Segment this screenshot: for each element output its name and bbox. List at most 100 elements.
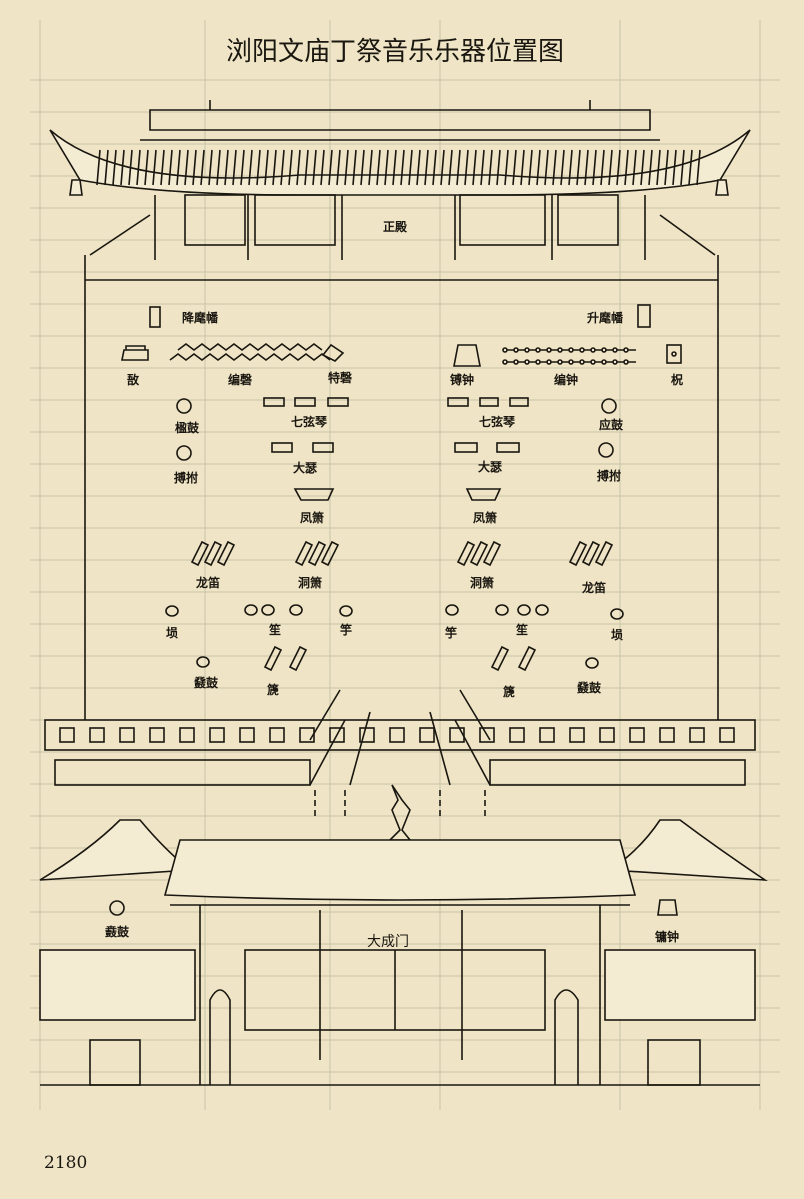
label-xun-right: 埙 — [611, 627, 623, 642]
bianzhong-bell — [535, 359, 541, 365]
baluster — [449, 727, 465, 743]
roof-tile — [168, 149, 173, 186]
label-yu2-left: 竽 — [340, 622, 352, 637]
roof-tile — [104, 149, 109, 186]
label-taogu-right: 鼗鼓 — [577, 680, 602, 695]
roof-tile — [264, 149, 269, 186]
bianzhong-bell — [579, 347, 585, 353]
roof-tile — [648, 149, 653, 186]
round-instrument — [339, 605, 353, 617]
label-taogu-left: 鼗鼓 — [194, 675, 219, 690]
roof-tile — [336, 149, 341, 186]
roof-tile — [472, 149, 477, 186]
roof-tile — [144, 149, 149, 186]
roof-tile — [488, 149, 493, 186]
bianzhong-bell — [623, 359, 629, 365]
roof-tile — [232, 149, 237, 186]
roof-tile — [216, 149, 221, 186]
bianzhong-bell — [623, 347, 629, 353]
pipe-instrument — [288, 645, 308, 672]
pipe-instrument — [517, 645, 537, 672]
baluster — [179, 727, 195, 743]
pipe-instrument — [469, 540, 489, 567]
pipe-instrument — [190, 540, 210, 567]
baluster — [569, 727, 585, 743]
roof-tile — [384, 149, 389, 186]
label-bofu-right: 搏拊 — [597, 468, 621, 483]
baluster — [299, 727, 315, 743]
bianzhong-bell — [513, 347, 519, 353]
label-bianzhong: 编钟 — [553, 372, 578, 387]
label-qin-right: 七弦琴 — [479, 414, 516, 429]
baluster — [689, 727, 705, 743]
pipe-instrument — [568, 540, 588, 567]
label-di-left: 龙笛 — [196, 575, 220, 590]
label-chi-left: 篪 — [267, 682, 279, 697]
label-flag-left: 降麾幡 — [182, 310, 219, 325]
roof-tile — [96, 149, 101, 186]
label-drum-right: 应鼓 — [599, 417, 624, 432]
label-gate-bell: 镛钟 — [654, 929, 679, 944]
roof-tile — [296, 149, 301, 186]
baluster — [209, 727, 225, 743]
bianzhong-bell — [535, 347, 541, 353]
roof-tile — [448, 149, 453, 186]
roof-tile — [192, 149, 197, 186]
zhu-mark — [666, 344, 682, 364]
pipe-instrument — [581, 540, 601, 567]
flag-left-mark — [149, 306, 161, 328]
bianzhong-bell — [601, 347, 607, 353]
gate-bell-mark — [657, 899, 678, 916]
pipe-instrument — [307, 540, 327, 567]
label-xun-left: 埙 — [166, 625, 178, 640]
roof-tile — [152, 149, 157, 186]
roof-tile — [592, 149, 597, 186]
roof-tile — [616, 149, 621, 186]
roof-tile — [512, 149, 517, 186]
roof-tile — [424, 149, 429, 186]
bianzhong-bell — [579, 359, 585, 365]
roof-tile — [480, 149, 485, 186]
pipe-instrument — [263, 645, 283, 672]
roof-tile — [400, 149, 405, 186]
bianzhong-bell — [568, 359, 574, 365]
page-number: 2180 — [44, 1153, 87, 1173]
bianzhong-bell — [524, 347, 530, 353]
baluster — [479, 727, 495, 743]
terrace — [44, 689, 756, 820]
roof-tile — [184, 149, 189, 186]
label-xiao-left: 凤箫 — [300, 510, 324, 525]
roof-tile — [688, 149, 693, 186]
bianzhong-bell — [612, 359, 618, 365]
roof-tile — [432, 149, 437, 186]
pipe-instrument — [490, 645, 510, 672]
bianzhong-bell — [590, 347, 596, 353]
roof-tile — [672, 149, 677, 186]
baluster — [89, 727, 105, 743]
flag-right-mark — [637, 304, 651, 328]
label-chi-right: 篪 — [503, 684, 515, 699]
roof-tile — [520, 149, 525, 186]
bianzhong-bell — [502, 347, 508, 353]
roof-tile — [464, 149, 469, 186]
roof-tile — [576, 149, 581, 186]
label-drum-left: 楹鼓 — [175, 420, 200, 435]
label-sheng-right: 笙 — [515, 622, 528, 637]
roof-tile — [272, 149, 277, 186]
roof-tile — [248, 149, 253, 186]
bianzhong-bell — [513, 359, 519, 365]
label-yu2-right: 竽 — [445, 625, 457, 640]
label-dongxiao-right: 洞箫 — [470, 575, 494, 590]
bianzhong-bell — [546, 359, 552, 365]
roof-tile — [416, 149, 421, 186]
roof-tile — [200, 149, 205, 186]
round-instrument — [585, 657, 599, 669]
roof-tile — [312, 149, 317, 186]
roof-tile — [504, 149, 509, 186]
label-teqing: 特磬 — [328, 370, 353, 385]
round-instrument — [165, 605, 179, 617]
baluster — [539, 727, 555, 743]
roof-tile — [160, 149, 165, 186]
roof-tile — [568, 149, 573, 186]
baluster — [149, 727, 165, 743]
